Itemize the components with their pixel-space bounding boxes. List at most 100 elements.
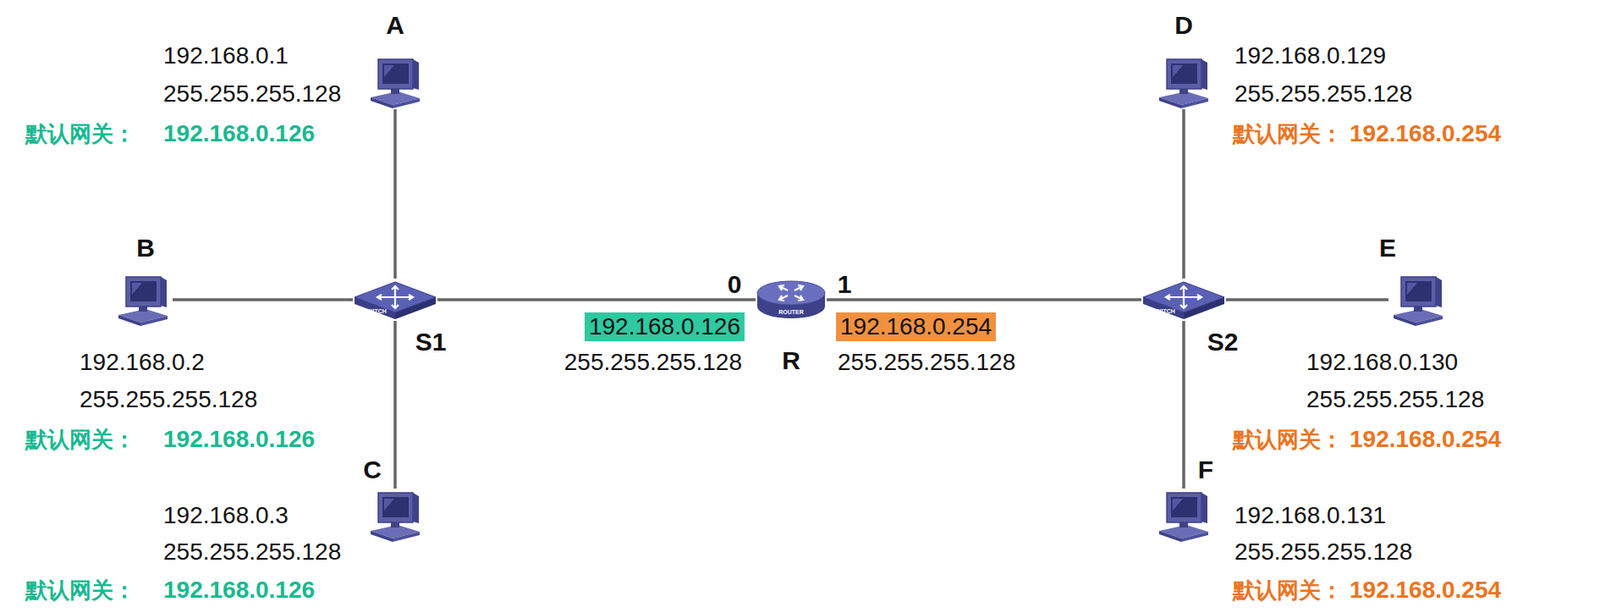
gateway-label: 默认网关： [1232, 578, 1343, 601]
gateway-address: 192.168.0.126 [163, 427, 315, 451]
device-label: S2 [1207, 329, 1239, 355]
device-icon [365, 54, 425, 110]
icon-shape [1393, 314, 1416, 326]
host-computer: D192.168.0.129255.255.255.128默认网关：192.16… [1154, 54, 1214, 110]
icon-shape [370, 97, 393, 109]
address-text: 192.168.0.129 [1234, 43, 1386, 68]
icon-shape [1159, 530, 1182, 542]
address-text: 192.168.0.130 [1306, 350, 1458, 374]
switch-symbol: SWITCHS2 [1141, 278, 1227, 321]
address-text: 255.255.255.128 [1234, 82, 1413, 106]
icon-shape [1179, 522, 1188, 528]
icon-shape [412, 492, 419, 523]
icon-shape [1166, 492, 1202, 523]
icon-shape [1159, 97, 1182, 109]
icon-shape [138, 306, 148, 312]
gateway-address: 192.168.0.254 [1349, 121, 1502, 146]
device-icon [113, 272, 173, 327]
icon-shape [412, 59, 419, 90]
icon-shape [1171, 63, 1198, 84]
network-cable [393, 320, 397, 489]
host-computer: A192.168.0.1255.255.255.128默认网关：192.168.… [365, 54, 425, 110]
network-cable [172, 297, 353, 302]
icon-shape [390, 88, 400, 94]
address-text: 255.255.255.128 [1234, 539, 1413, 564]
host-computer: E192.168.0.130255.255.255.128默认网关：192.16… [1388, 272, 1448, 327]
gateway-address: 192.168.0.254 [1349, 427, 1502, 451]
device-label: 1 [837, 271, 853, 297]
device-icon [365, 488, 425, 543]
address-text: 255.255.255.128 [163, 82, 341, 106]
host-computer: C192.168.0.3255.255.255.128默认网关：192.168.… [365, 488, 425, 543]
icon-caption: SWITCH [362, 307, 387, 314]
icon-shape [392, 98, 420, 109]
gateway-label: 默认网关： [25, 428, 136, 451]
icon-shape [382, 496, 409, 517]
network-cable [1182, 109, 1186, 279]
network-cable [393, 109, 397, 279]
interface-address: 192.168.0.254 [835, 312, 996, 341]
device-icon [1154, 54, 1214, 110]
icon-shape [140, 315, 168, 326]
address-text: 192.168.0.1 [163, 43, 289, 68]
icon-shape [384, 65, 395, 77]
address-text: 255.255.255.128 [837, 350, 1016, 374]
device-icon [1141, 278, 1227, 321]
icon-shape [160, 276, 167, 308]
icon-shape [131, 282, 143, 295]
address-text: 255.255.255.128 [79, 387, 258, 412]
device-icon [1154, 488, 1214, 543]
gateway-label: 默认网关： [25, 122, 136, 145]
gateway-address: 192.168.0.126 [163, 121, 315, 146]
address-text: 192.168.0.3 [163, 503, 289, 528]
host-computer: B192.168.0.2255.255.255.128默认网关：192.168.… [113, 272, 173, 327]
icon-caption: ROUTER [778, 308, 804, 315]
host-letter: E [1379, 235, 1397, 261]
icon-shape [378, 59, 413, 89]
address-text: 255.255.255.128 [1306, 387, 1485, 412]
address-text: 192.168.0.131 [1234, 503, 1386, 528]
address-text: 255.255.255.128 [163, 539, 341, 564]
icon-shape [1435, 276, 1442, 308]
network-cable [826, 297, 1142, 302]
icon-shape [1172, 65, 1183, 77]
icon-shape [1165, 285, 1202, 308]
device-label: S1 [415, 329, 447, 355]
router-symbol: ROUTERR01192.168.0.126255.255.255.128192… [755, 277, 827, 322]
host-letter: D [1174, 12, 1194, 39]
icon-shape [390, 522, 400, 528]
icon-shape [1413, 306, 1423, 312]
icon-shape [1407, 282, 1418, 295]
icon-shape [377, 285, 413, 308]
icon-caption: SWITCH [1151, 307, 1176, 314]
icon-shape [1172, 498, 1183, 511]
device-label: 0 [727, 271, 743, 297]
icon-shape [370, 530, 393, 542]
gateway-label: 默认网关： [1232, 122, 1343, 145]
icon-shape [779, 285, 803, 301]
device-icon [755, 277, 827, 322]
icon-shape [382, 63, 409, 84]
icon-shape [1179, 88, 1188, 94]
icon-shape [1405, 280, 1432, 302]
gateway-address: 192.168.0.254 [1349, 577, 1502, 602]
icon-shape [118, 314, 141, 326]
host-letter: A [385, 12, 405, 39]
icon-shape [126, 276, 161, 307]
device-label: R [781, 347, 801, 374]
icon-shape [130, 280, 157, 302]
address-text: 192.168.0.2 [79, 350, 205, 374]
device-icon [352, 278, 438, 321]
host-computer: F192.168.0.131255.255.255.128默认网关：192.16… [1154, 488, 1214, 543]
host-letter: C [362, 456, 382, 483]
host-letter: B [136, 235, 155, 261]
gateway-label: 默认网关： [25, 578, 136, 601]
interface-address: 192.168.0.126 [584, 312, 745, 341]
device-icon [1388, 272, 1448, 327]
icon-shape [392, 531, 420, 542]
icon-shape [384, 498, 395, 511]
address-text: 255.255.255.128 [564, 350, 743, 374]
icon-shape [1201, 59, 1208, 90]
icon-shape [1415, 315, 1443, 326]
icon-shape [1201, 492, 1208, 523]
